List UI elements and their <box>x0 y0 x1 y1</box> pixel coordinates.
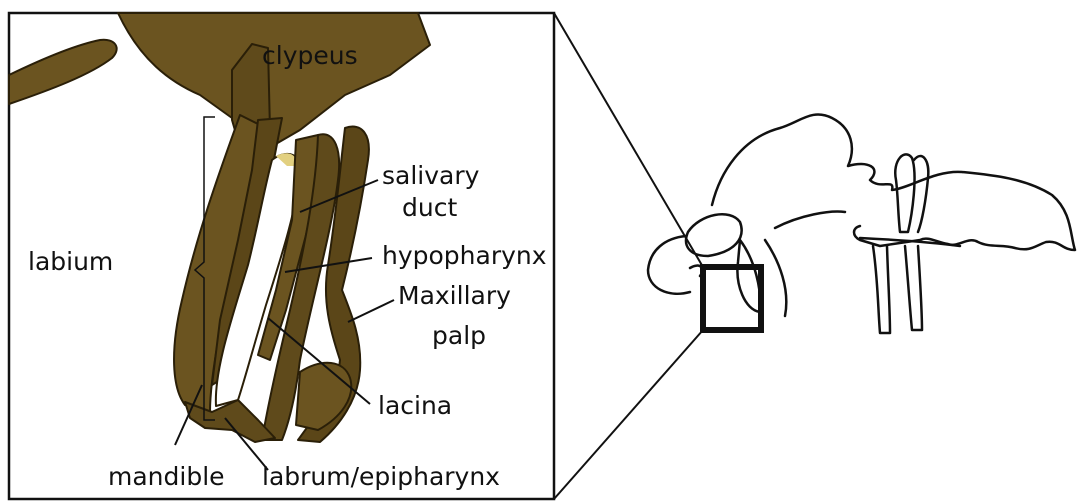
label-salivary: salivary <box>382 161 480 190</box>
label-mandible: mandible <box>108 462 225 491</box>
label-clypeus: clypeus <box>262 41 358 70</box>
label-palp: palp <box>432 321 486 350</box>
label-maxillary: Maxillary <box>398 281 511 310</box>
label-duct: duct <box>402 193 457 222</box>
zoom-line-top <box>554 13 703 267</box>
label-lacina: lacina <box>378 391 452 420</box>
label-labium: labium <box>28 247 113 276</box>
insect-outline <box>648 115 1075 334</box>
zoom-highlight-box <box>703 267 761 330</box>
label-labrum: labrum/epipharynx <box>262 462 500 491</box>
label-hypopharynx: hypopharynx <box>382 241 547 270</box>
zoom-line-bottom <box>554 330 703 499</box>
